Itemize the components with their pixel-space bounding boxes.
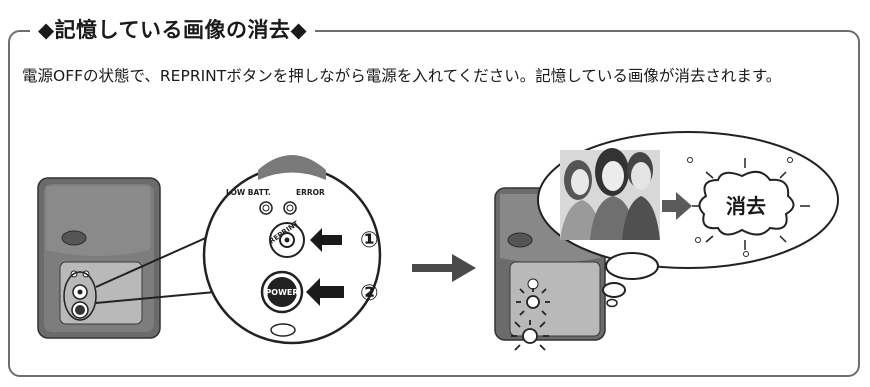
led-blink-icon: [511, 320, 549, 351]
led-blink-icon: [516, 288, 550, 316]
error-led-icon: [283, 201, 297, 215]
page-title: ◆記憶している画像の消去◆: [38, 18, 308, 42]
arrow-left-icon: [310, 228, 342, 252]
burst-rays: [692, 158, 810, 250]
erase-label: 消去: [726, 194, 766, 218]
low-batt-led-icon: [259, 201, 273, 215]
erase-burst-icon: [698, 170, 795, 236]
arrow-right-small-icon: [662, 192, 692, 220]
title-wrap: ◆記憶している画像の消去◆: [30, 14, 316, 44]
printer-left: [37, 177, 161, 339]
arrow-right-icon: [412, 254, 476, 282]
arrow-left-icon: [306, 278, 344, 306]
step-1-marker: ①: [360, 228, 379, 253]
low-batt-label: LOW BATT.: [226, 188, 271, 197]
callout-line-bottom: [95, 291, 216, 304]
content-frame: [8, 30, 860, 377]
thought-bubble: 消去: [537, 131, 839, 308]
description-text: 電源OFFの状態で、REPRINTボタンを押しながら電源を入れてください。記憶し…: [22, 67, 782, 85]
photo-image: [560, 148, 660, 240]
power-label: POWER: [265, 288, 298, 297]
step-2-marker: ②: [360, 281, 379, 306]
error-label: ERROR: [296, 188, 325, 197]
zoom-circle: LOW BATT. ERROR REPRINT POWER ① ②: [202, 155, 382, 345]
